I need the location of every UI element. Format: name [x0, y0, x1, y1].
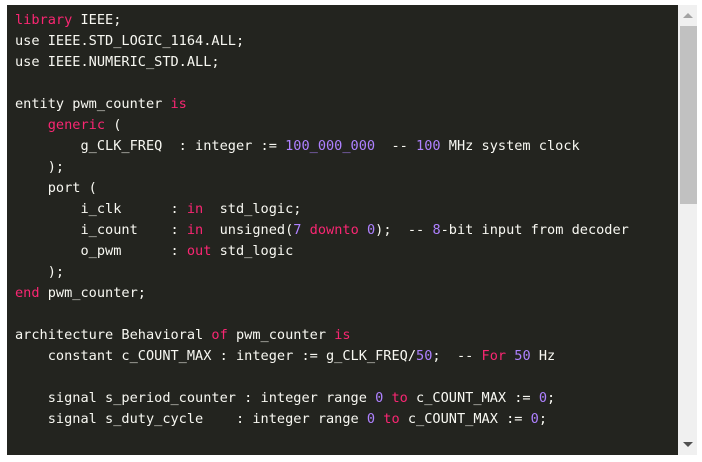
code-text: ); [15, 159, 65, 175]
keyword-token: in [186, 201, 204, 217]
code-text: -- [375, 138, 417, 154]
code-text: std_logic [211, 243, 294, 259]
code-text: architecture Behavioral [15, 327, 212, 343]
keyword-token: For [481, 348, 507, 364]
code-text [15, 117, 48, 133]
code-line: i_count : in unsigned(7 downto 0); -- 8-… [15, 220, 629, 241]
code-text: ); -- [375, 222, 433, 238]
number-token: 0 [530, 411, 539, 427]
code-viewer: library IEEE; use IEEE.STD_LOGIC_1164.ALL… [7, 5, 697, 455]
code-text: i_clk : [15, 201, 187, 217]
keyword-token: is [334, 327, 351, 343]
keyword-token: to [391, 390, 408, 406]
number-token: 50 [416, 348, 433, 364]
code-line: o_pwm : out std_logic [15, 241, 629, 262]
code-text: ( [105, 117, 122, 133]
code-text: port ( [15, 180, 97, 196]
code-text: c_COUNT_MAX := [399, 411, 531, 427]
code-text: signal s_duty_cycle : integer range [15, 411, 367, 427]
code-text: c_COUNT_MAX := [407, 390, 539, 406]
keyword-token: end [15, 285, 40, 301]
scroll-down-arrow-icon[interactable] [683, 442, 693, 447]
code-text: i_count : [15, 222, 187, 238]
number-token: 100 [416, 138, 441, 154]
code-text: pwm_counter; [39, 285, 146, 301]
code-text: ; -- [432, 348, 482, 364]
number-token: 8 [432, 222, 441, 238]
keyword-token: of [211, 327, 228, 343]
keyword-token: to [383, 411, 400, 427]
keyword-token: out [186, 243, 212, 259]
code-text: IEEE; [72, 12, 122, 28]
code-text: g_CLK_FREQ : integer := [15, 138, 286, 154]
keyword-token: library [15, 12, 73, 28]
scroll-up-arrow-icon[interactable] [683, 13, 693, 18]
number-token: 0 [538, 390, 547, 406]
code-line [15, 304, 629, 325]
code-text: use IEEE.STD_LOGIC_1164.ALL; [15, 33, 245, 49]
code-line [15, 367, 629, 388]
code-text: ; [538, 411, 547, 427]
number-token: 0 [366, 222, 376, 238]
number-token: 0 [366, 411, 376, 427]
code-text: use IEEE.NUMERIC_STD.ALL; [15, 54, 220, 70]
code-line: architecture Behavioral of pwm_counter i… [15, 325, 629, 346]
code-text: MHz system clock [440, 138, 580, 154]
number-token: 100_000_000 [285, 138, 376, 154]
code-line: port ( [15, 178, 629, 199]
number-token: 0 [375, 390, 384, 406]
code-text: unsigned( [203, 222, 294, 238]
code-text: std_logic; [203, 201, 302, 217]
code-line: signal s_duty_cycle : integer range 0 to… [15, 409, 629, 430]
code-text: signal s_period_counter : integer range [15, 390, 376, 406]
scrollbar-thumb[interactable] [680, 26, 697, 204]
code-line: constant c_COUNT_MAX : integer := g_CLK_… [15, 346, 629, 367]
code-lines: library IEEE; use IEEE.STD_LOGIC_1164.ALL… [15, 10, 629, 430]
code-text [359, 222, 367, 238]
code-text: ; [547, 390, 556, 406]
code-text: o_pwm : [15, 243, 187, 259]
code-line: end pwm_counter; [15, 283, 629, 304]
code-text: -bit input from decoder [440, 222, 629, 238]
code-line: use IEEE.NUMERIC_STD.ALL; [15, 52, 629, 73]
code-text: pwm_counter [227, 327, 335, 343]
number-token: 7 [293, 222, 302, 238]
code-line: ); [15, 262, 629, 283]
code-line: generic ( [15, 115, 629, 136]
code-line: signal s_period_counter : integer range … [15, 388, 629, 409]
number-token: 50 [514, 348, 531, 364]
code-line: entity pwm_counter is [15, 94, 629, 115]
code-block: library IEEE; use IEEE.STD_LOGIC_1164.ALL… [7, 5, 678, 455]
code-line: g_CLK_FREQ : integer := 100_000_000 -- 1… [15, 136, 629, 157]
code-text: Hz [530, 348, 556, 364]
code-line: i_clk : in std_logic; [15, 199, 629, 220]
code-line: use IEEE.STD_LOGIC_1164.ALL; [15, 31, 629, 52]
code-line [15, 73, 629, 94]
code-text: ); [15, 264, 65, 280]
vertical-scrollbar[interactable] [678, 5, 697, 455]
keyword-token: is [170, 96, 187, 112]
code-text: entity pwm_counter [15, 96, 171, 112]
code-text: constant c_COUNT_MAX : integer := g_CLK_… [15, 348, 417, 364]
code-line: ); [15, 157, 629, 178]
keyword-token: in [186, 222, 204, 238]
keyword-token: downto [309, 222, 359, 238]
code-line: library IEEE; [15, 10, 629, 31]
keyword-token: generic [47, 117, 106, 133]
code-text [301, 222, 309, 238]
